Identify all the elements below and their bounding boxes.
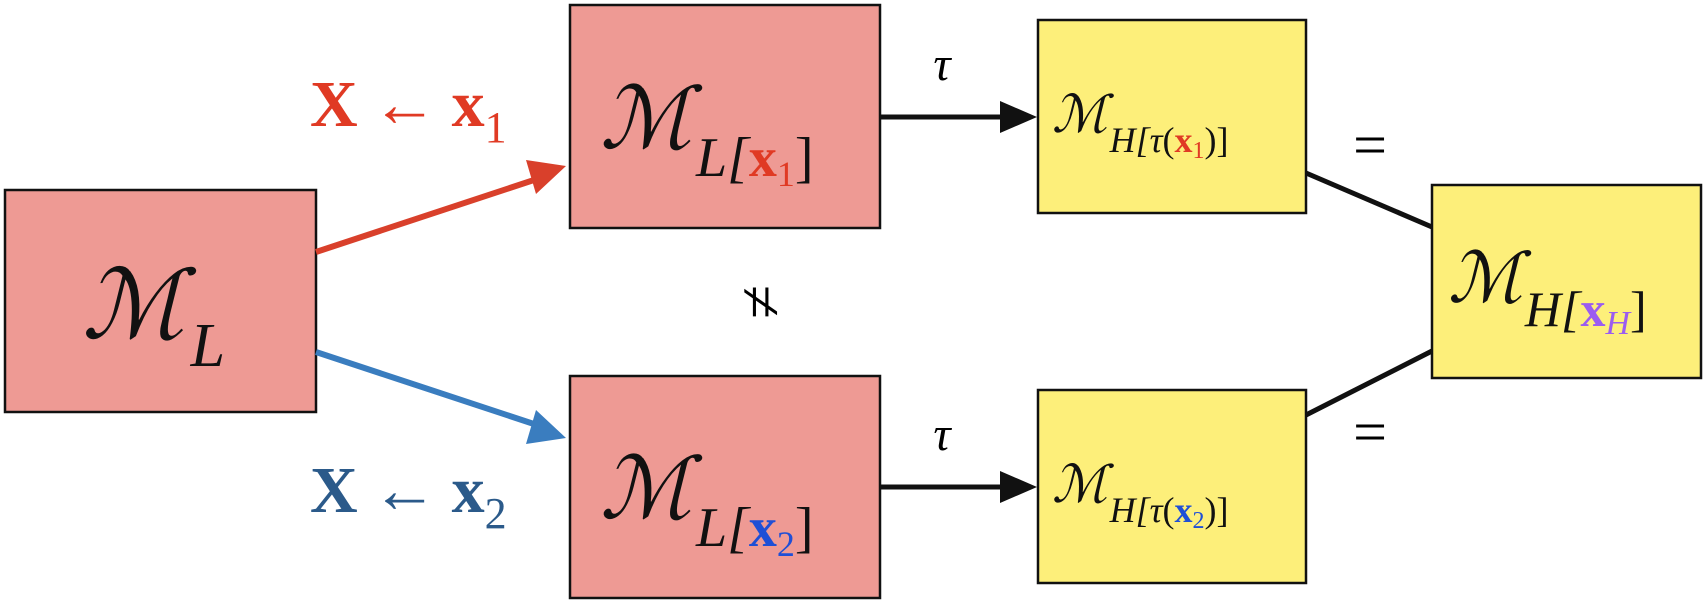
m-l-x1-var-sub: 1	[777, 154, 795, 194]
m-l-x1-box	[568, 3, 882, 230]
m-l-x2-var-sub: 2	[777, 524, 795, 564]
m-l-x1-symbol: ℳ	[600, 69, 703, 169]
m-h-tau-x1-symbol: ℳ	[1052, 85, 1114, 145]
intervention-val-2: x	[452, 454, 485, 527]
intervention-val-sub-1: 1	[485, 103, 507, 152]
tau-arrowhead-bottom	[1000, 471, 1037, 503]
m-h-xh-box	[1430, 183, 1703, 380]
m-h-xh-sub-pre: H[	[1524, 281, 1583, 337]
m-h-tau-x1-tau: τ	[1150, 120, 1164, 160]
intervention-arrow-1	[315, 175, 541, 255]
m-h-tau-x2-var: x	[1175, 490, 1193, 530]
intervention-arrowhead-2	[526, 410, 566, 444]
m-h-tau-x2-symbol: ℳ	[1052, 455, 1114, 515]
intervention-arrowhead-1	[526, 160, 566, 194]
intervention-arrow-2	[315, 349, 541, 429]
m-h-tau-x2-var-sub: 2	[1193, 508, 1205, 534]
intervention-assign-arrow-1: ←	[372, 68, 438, 141]
intervention-label-2: X←x2	[310, 454, 507, 538]
intervention-label-1: X←x1	[310, 68, 507, 152]
m-l-symbol: ℳ	[82, 249, 197, 361]
equals-sign-top: =	[1353, 112, 1387, 178]
m-l-x2-sub-pre: L[	[695, 497, 751, 559]
m-h-tau-x1-sub-pre: H[	[1109, 120, 1152, 160]
equality-line-top	[1305, 170, 1433, 230]
m-l-x2-symbol: ℳ	[600, 439, 703, 539]
not-equal-sign: ≠	[726, 285, 794, 319]
equals-sign-bottom: =	[1353, 399, 1387, 465]
m-l-x2-var: x	[749, 497, 777, 559]
m-h-xh-sub-post: ]	[1630, 281, 1647, 337]
intervention-var-1: X	[310, 68, 358, 141]
m-l-x1-var: x	[749, 127, 777, 189]
equality-line-bottom	[1304, 348, 1434, 418]
m-l-x2-box	[568, 374, 882, 600]
m-h-tau-x2-label: ℳH[τ(x2)]	[1052, 455, 1229, 534]
m-h-tau-x1-sub-post: )]	[1205, 120, 1229, 160]
m-l-label: ℳL	[82, 249, 225, 380]
tau-label-bottom: τ	[933, 408, 952, 461]
m-h-tau-x2-sub-post: )]	[1205, 490, 1229, 530]
intervention-val-sub-2: 2	[485, 489, 507, 538]
m-l-x1-label: ℳL[x1]	[600, 69, 814, 194]
m-l-x2-sub-post: ]	[795, 497, 814, 559]
tau-arrowhead-top	[1000, 101, 1037, 133]
m-h-tau-x1-var: x	[1175, 120, 1193, 160]
m-h-xh-label: ℳH[xH]	[1448, 237, 1647, 342]
intervention-assign-arrow-2: ←	[372, 454, 438, 527]
m-h-xh-var: x	[1580, 281, 1605, 337]
m-h-tau-x2-open: (	[1163, 490, 1175, 530]
intervention-var-2: X	[310, 454, 358, 527]
m-h-tau-x1-box	[1036, 18, 1308, 215]
m-h-tau-x2-sub-pre: H[	[1109, 490, 1152, 530]
m-l-x2-label: ℳL[x2]	[600, 439, 814, 564]
tau-label-top: τ	[933, 38, 952, 91]
m-h-xh-symbol: ℳ	[1448, 237, 1532, 319]
m-h-xh-var-sub: H	[1604, 305, 1632, 342]
m-l-x1-sub-post: ]	[795, 127, 814, 189]
m-h-tau-x1-open: (	[1163, 120, 1175, 160]
m-h-tau-x2-box	[1036, 388, 1308, 585]
m-l-x1-sub-pre: L[	[695, 127, 751, 189]
intervention-val-1: x	[452, 68, 485, 141]
m-h-tau-x2-tau: τ	[1150, 490, 1164, 530]
m-h-tau-x1-label: ℳH[τ(x1)]	[1052, 85, 1229, 164]
m-h-tau-x1-var-sub: 1	[1193, 138, 1205, 164]
m-l-subscript: L	[190, 312, 225, 380]
m-l-box	[3, 188, 318, 414]
